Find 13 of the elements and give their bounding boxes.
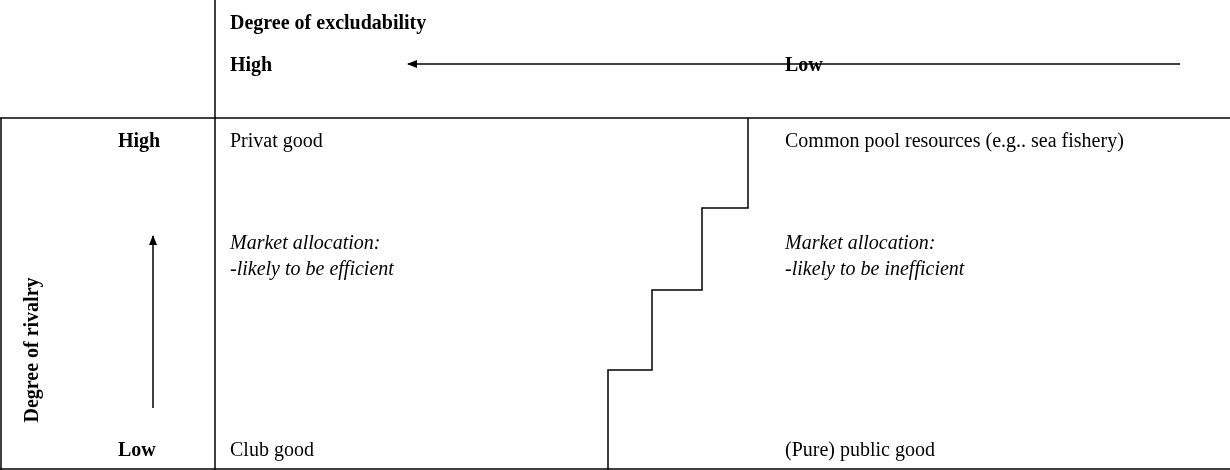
axis-label: Degree of rivalry bbox=[18, 277, 43, 423]
cell-text: Common pool resources (e.g.. sea fishery) bbox=[785, 128, 1125, 152]
column-header: High bbox=[230, 52, 273, 76]
cell-text: (Pure) public good bbox=[785, 437, 935, 461]
cell-text: -likely to be inefficient bbox=[785, 256, 965, 280]
cell-text: Privat good bbox=[230, 128, 323, 152]
cell-text: -likely to be efficient bbox=[230, 256, 394, 280]
row-header: High bbox=[118, 128, 161, 152]
cell-text: Market allocation: bbox=[230, 230, 381, 254]
cell-text: Club good bbox=[230, 437, 314, 461]
cell-text: Market allocation: bbox=[785, 230, 936, 254]
column-header: Degree of excludability bbox=[230, 10, 427, 34]
row-header: Low bbox=[118, 437, 156, 461]
